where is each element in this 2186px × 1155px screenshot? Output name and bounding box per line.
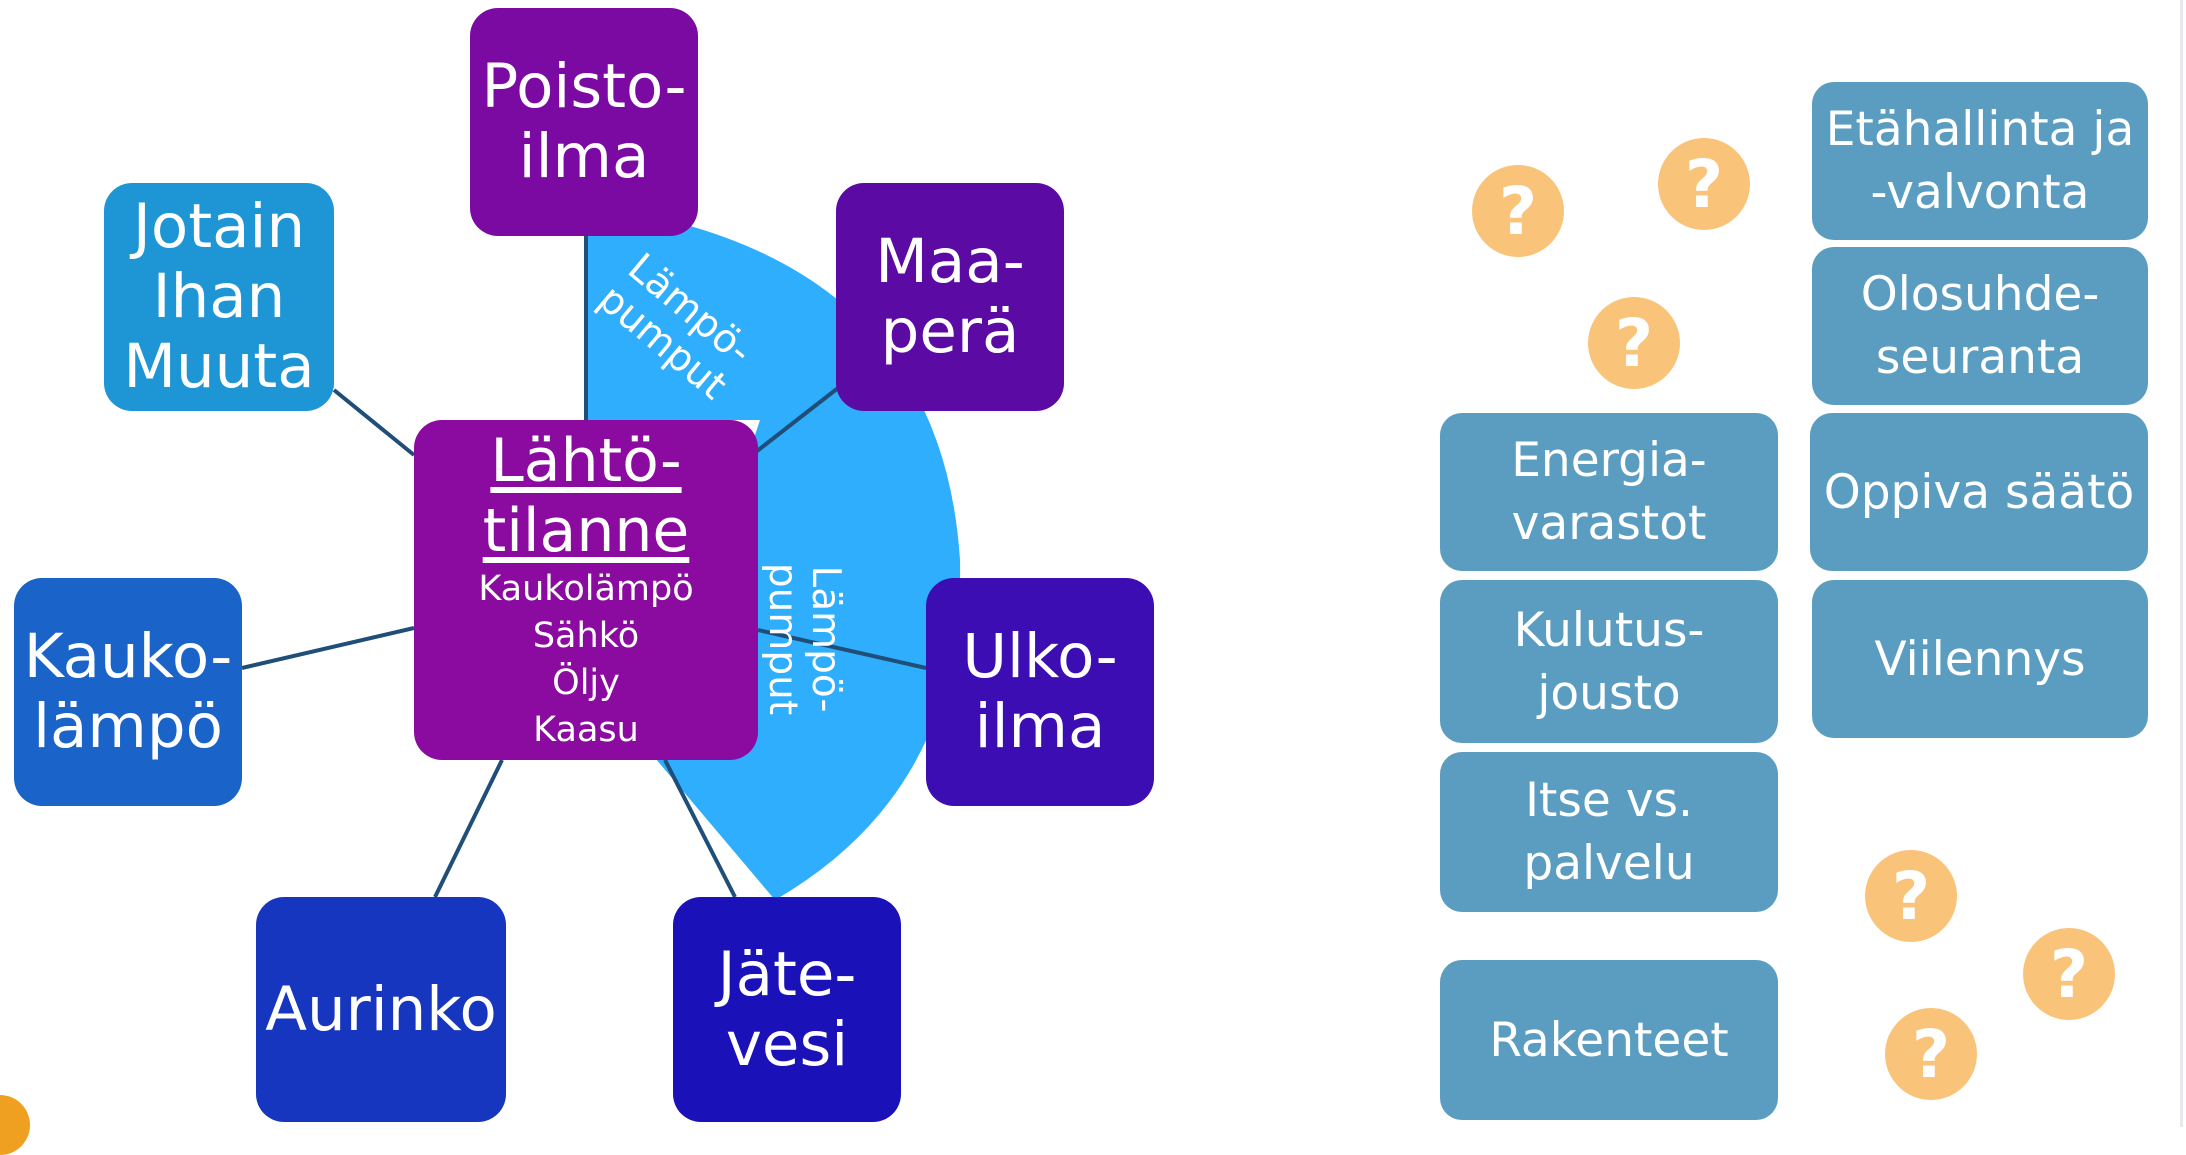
node-kaukolampo: Kauko- lämpö bbox=[14, 578, 242, 806]
question-mark-icon: ? bbox=[2023, 928, 2115, 1020]
node-ulkoilma: Ulko- ilma bbox=[926, 578, 1154, 806]
node-aurinko: Aurinko bbox=[256, 897, 506, 1122]
center-item: Kaasu bbox=[533, 710, 639, 750]
heat-pump-label-lower: Lämpö- pumput bbox=[760, 562, 849, 716]
center-title-line: Lähtö- bbox=[490, 426, 682, 496]
tile-viilennys: Viilennys bbox=[1812, 580, 2148, 738]
link-jatevesi bbox=[663, 759, 737, 898]
question-mark-icon: ? bbox=[1588, 297, 1680, 389]
link-kaukolampo bbox=[241, 626, 415, 670]
link-aurinko bbox=[433, 759, 504, 898]
question-mark-icon: ? bbox=[1885, 1008, 1977, 1100]
tile-rakenteet: Rakenteet bbox=[1440, 960, 1778, 1120]
tile-oppiva-saato: Oppiva säätö bbox=[1810, 413, 2148, 571]
tile-itse-vs-palvelu: Itse vs. palvelu bbox=[1440, 752, 1778, 912]
question-mark-icon: ? bbox=[1865, 850, 1957, 942]
center-item: Öljy bbox=[552, 663, 620, 703]
center-node-lahtotilanne: Lähtö- tilanne Kaukolämpö Sähkö Öljy Kaa… bbox=[414, 420, 758, 760]
node-poistoilma: Poisto- ilma bbox=[470, 8, 698, 236]
question-mark-icon: ? bbox=[1472, 165, 1564, 257]
center-item: Kaukolämpö bbox=[478, 569, 694, 609]
link-ulkoilma bbox=[757, 628, 927, 670]
slide-edge-divider bbox=[2180, 0, 2183, 1127]
center-item: Sähkö bbox=[532, 616, 640, 656]
question-mark-icon: ? bbox=[1658, 138, 1750, 230]
node-jatevesi: Jäte- vesi bbox=[673, 897, 901, 1122]
node-jotain-ihan-muuta: Jotain Ihan Muuta bbox=[104, 183, 334, 411]
node-maapera: Maa- perä bbox=[836, 183, 1064, 411]
link-maapera bbox=[750, 386, 840, 457]
tile-etahallinta: Etähallinta ja -valvonta bbox=[1812, 82, 2148, 240]
link-jotain bbox=[332, 388, 416, 457]
center-title-line: tilanne bbox=[482, 496, 690, 566]
tile-energiavarastot: Energia- varastot bbox=[1440, 413, 1778, 571]
tile-olosuhdeseuranta: Olosuhde- seuranta bbox=[1812, 247, 2148, 405]
tile-kulutusjousto: Kulutus- jousto bbox=[1440, 580, 1778, 743]
